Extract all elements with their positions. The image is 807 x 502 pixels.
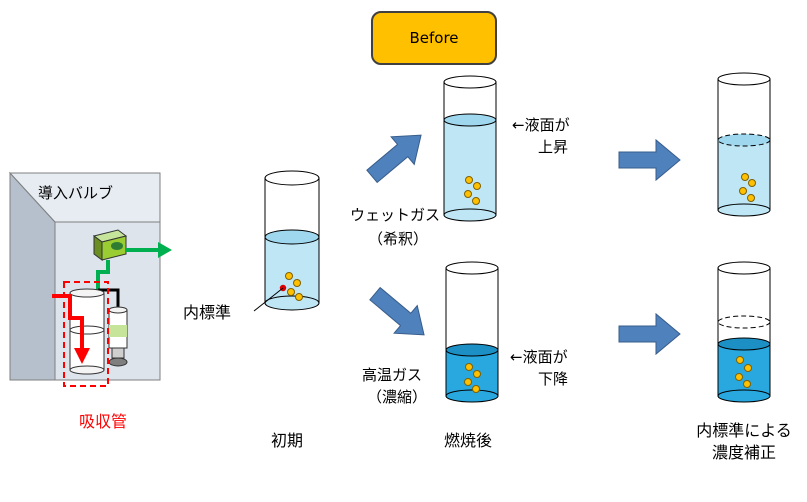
absorption-tube xyxy=(69,288,105,375)
wet-gas-sublabel: （希釈） xyxy=(368,230,429,248)
internal-standard-label: 内標準 xyxy=(183,303,232,322)
cylinder-hot xyxy=(445,261,499,403)
correction-caption-line2: 濃度補正 xyxy=(711,443,776,462)
wet-note-line1: ←液面が xyxy=(512,116,570,134)
valve-label: 導入バルブ xyxy=(38,184,114,202)
cylinder-initial xyxy=(264,170,320,311)
arrow-right-top xyxy=(618,138,681,182)
hot-gas-label: 高温ガス xyxy=(362,366,423,384)
arrow-down-right xyxy=(369,286,425,336)
hot-gas-sublabel: （濃縮） xyxy=(367,388,428,406)
valve-block xyxy=(92,229,128,261)
internal-standard-pointer xyxy=(253,287,284,312)
absorption-tube-highlight xyxy=(63,281,109,387)
absorption-tube-caption: 吸収管 xyxy=(79,412,128,431)
green-outlet-arrow xyxy=(158,242,172,258)
hot-note-line1: ←液面が xyxy=(510,348,568,366)
cylinder-corrected-bottom xyxy=(717,261,771,403)
initial-caption: 初期 xyxy=(271,431,304,450)
cylinder-wet xyxy=(443,75,497,222)
small-bottle xyxy=(108,306,128,367)
arrow-right-bottom xyxy=(618,312,681,356)
wet-note-line2: 上昇 xyxy=(538,138,569,156)
correction-caption-line1: 内標準による xyxy=(696,421,792,440)
arrow-up-right xyxy=(366,134,422,184)
wet-gas-label: ウェットガス xyxy=(350,206,441,224)
hot-note-line2: 下降 xyxy=(538,370,569,388)
cylinder-corrected-top xyxy=(717,72,771,217)
after-combustion-caption: 燃焼後 xyxy=(444,431,493,450)
before-badge: Before xyxy=(371,11,497,65)
